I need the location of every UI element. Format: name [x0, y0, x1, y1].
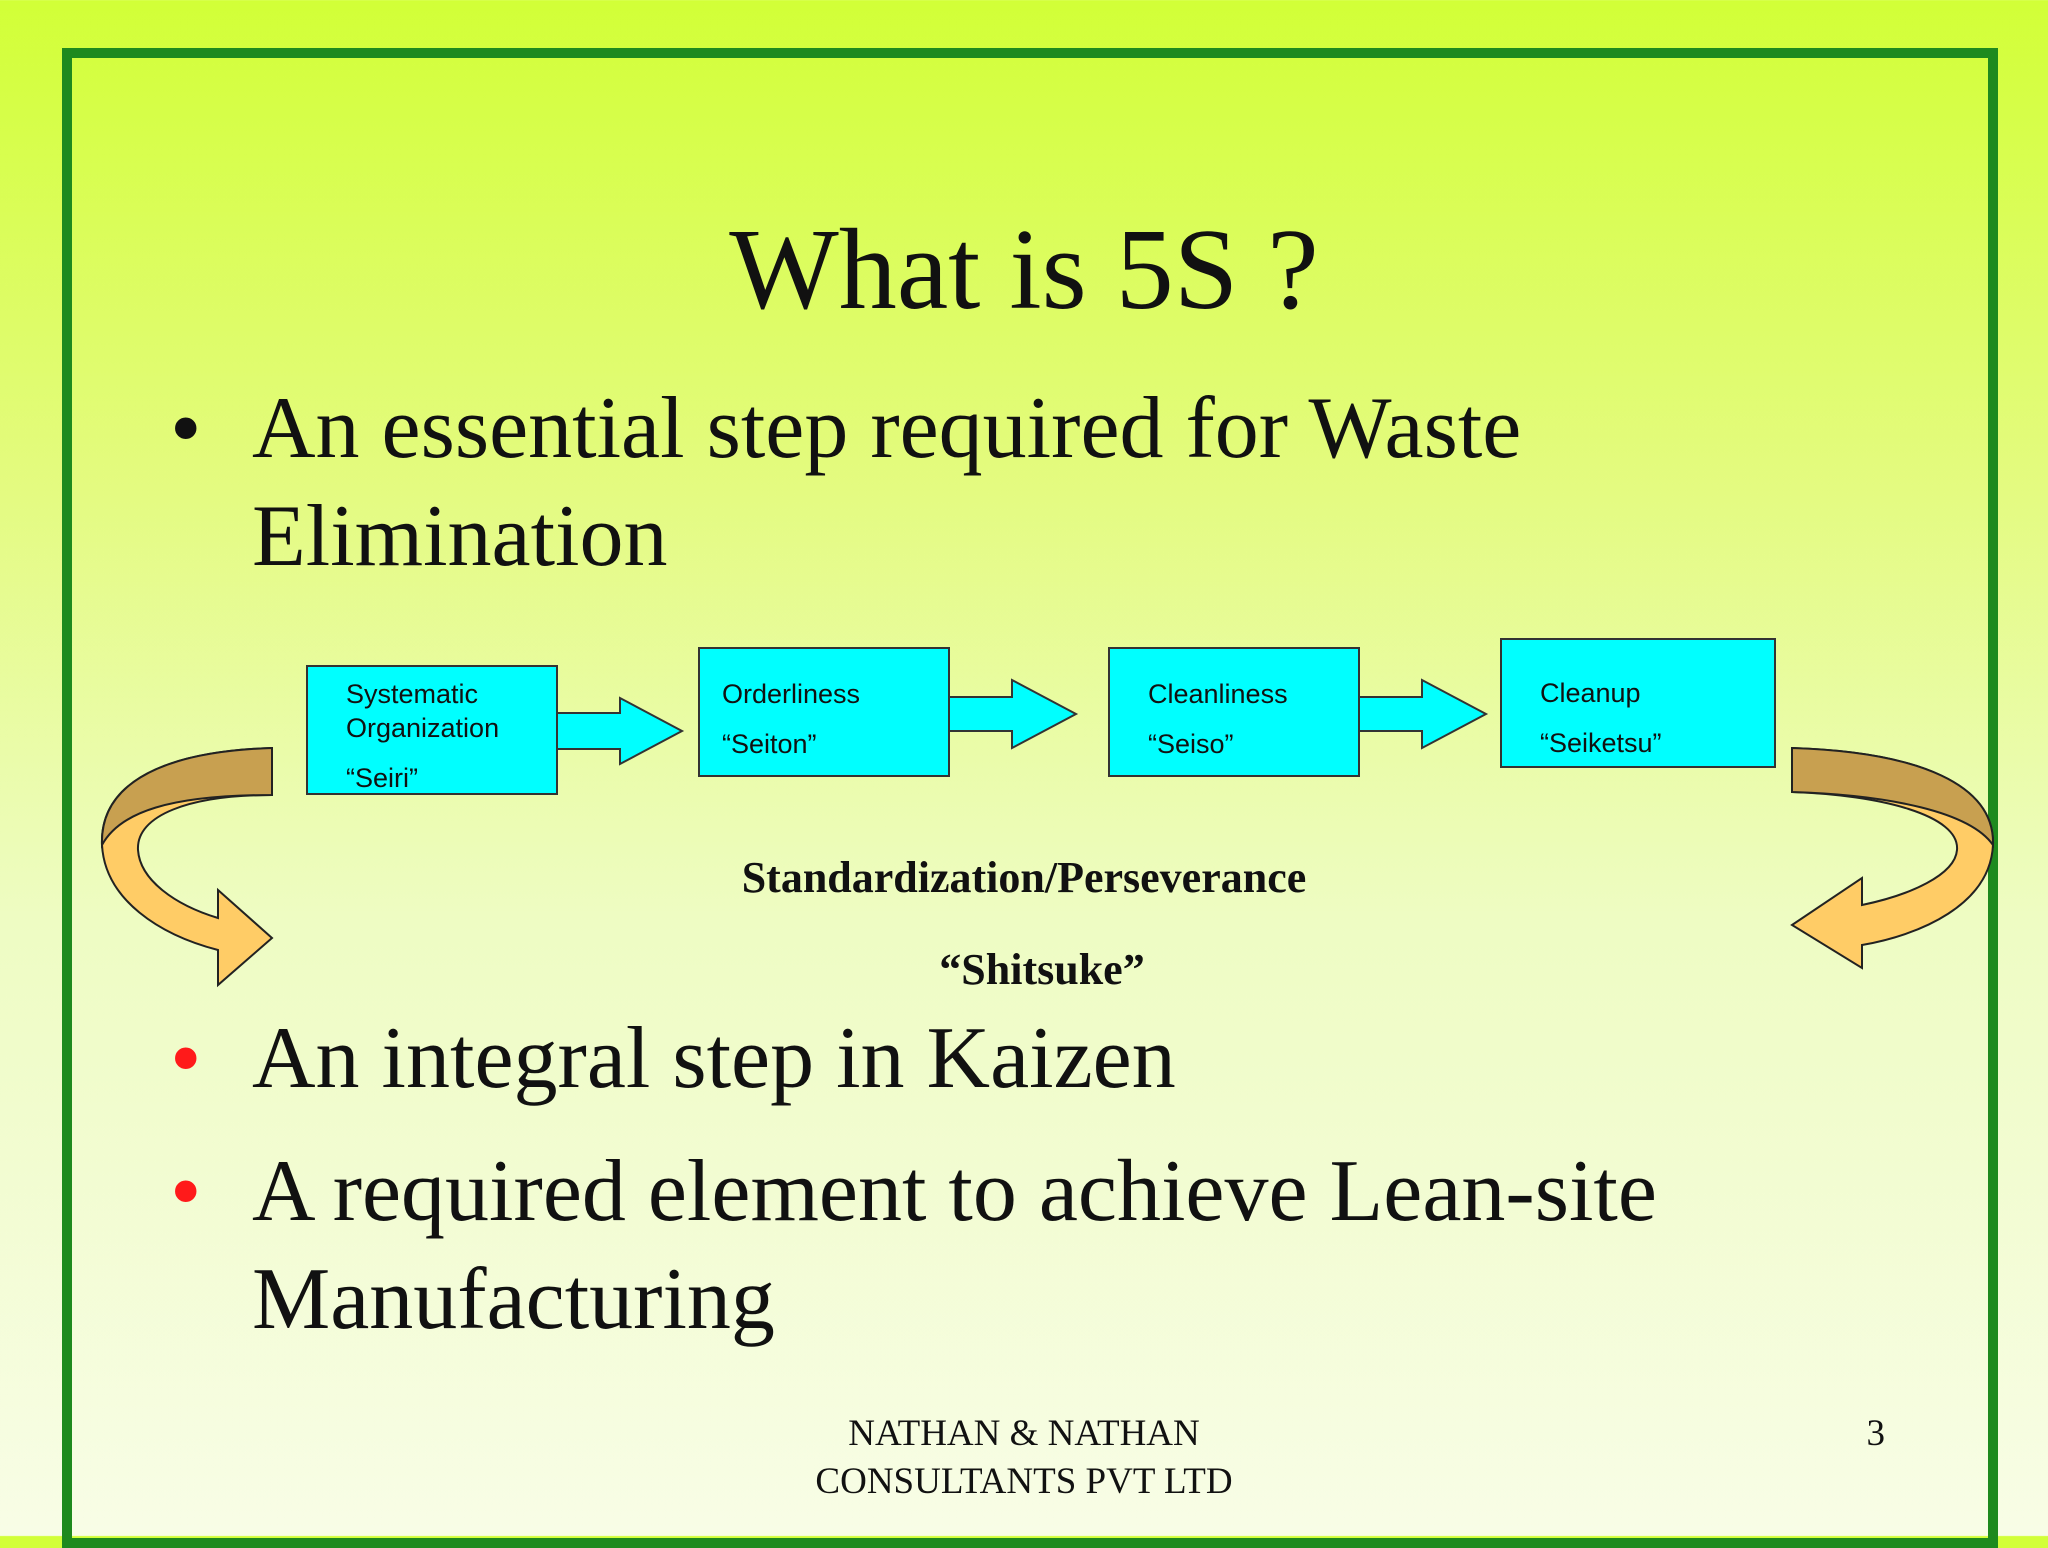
footer-line: CONSULTANTS PVT LTD [815, 1461, 1233, 1502]
shitsuke-term: “Shitsuke” [939, 945, 1145, 994]
flow-arrow [554, 696, 685, 766]
step-box-seiketsu: Cleanup “Seiketsu” [1500, 638, 1776, 768]
bullet-dot: • [170, 379, 202, 478]
step-name: Systematic [346, 679, 479, 709]
bullet-line: An essential step required for Waste [252, 380, 1522, 477]
bullet-line: Manufacturing [252, 1251, 775, 1348]
bullet-item: • An essential step required for Waste E… [170, 375, 1870, 595]
footer: NATHAN & NATHAN CONSULTANTS PVT LTD [0, 1410, 2048, 1506]
step-name: Organization [346, 713, 500, 743]
flow-arrow [947, 678, 1079, 750]
flow-arrow [1357, 678, 1489, 750]
curved-arrow-right-shade [1791, 746, 1995, 849]
step-box-seiso: Cleanliness “Seiso” [1108, 647, 1360, 777]
step-term: “Seiketsu” [1540, 728, 1662, 758]
bullet-dot: • [170, 1009, 202, 1108]
bullet-text: An essential step required for Waste Eli… [252, 375, 1872, 591]
step-term: “Seiton” [722, 729, 817, 759]
step-name: Orderliness [722, 679, 861, 709]
step-term: “Seiso” [1148, 729, 1234, 759]
shitsuke-label: Standardization/Perseverance [741, 853, 1307, 902]
bullet-line: A required element to achieve Lean-site [252, 1143, 1657, 1240]
step-box-seiton: Orderliness “Seiton” [698, 647, 950, 777]
step-box-seiri: Systematic Organization “Seiri” [306, 665, 558, 795]
bullet-dot: • [170, 1142, 202, 1241]
slide-title: What is 5S ? [729, 206, 1319, 334]
step-name: Cleanup [1540, 678, 1641, 708]
step-term: “Seiri” [346, 763, 418, 793]
step-name: Cleanliness [1148, 679, 1288, 709]
page-number: 3 [1866, 1413, 1886, 1454]
bullet-line: Elimination [252, 488, 668, 585]
bullet-text: A required element to achieve Lean-site … [252, 1138, 1872, 1354]
bullet-item: • A required element to achieve Lean-sit… [170, 1138, 1870, 1358]
footer-line: NATHAN & NATHAN [848, 1413, 1200, 1454]
bullet-item: • An integral step in Kaizen [170, 1005, 1870, 1117]
bullet-line: An integral step in Kaizen [252, 1010, 1176, 1107]
curved-arrow-left-shade [100, 746, 273, 849]
bullet-text: An integral step in Kaizen [252, 1005, 1872, 1113]
